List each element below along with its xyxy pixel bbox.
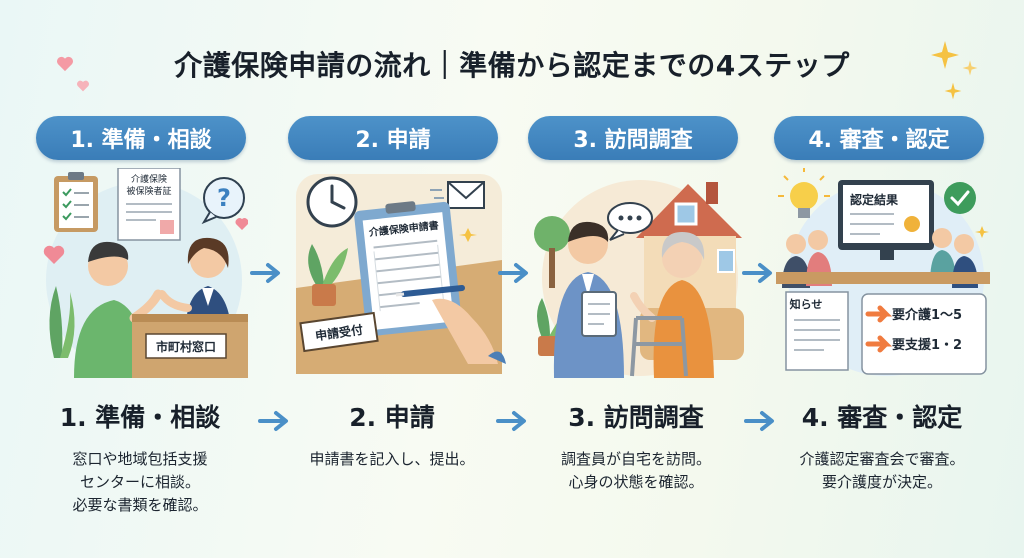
svg-text:要介護1〜5: 要介護1〜5 — [892, 307, 962, 323]
svg-text:知らせ: 知らせ — [789, 297, 823, 311]
step-4-pill: 4. 審査・認定 — [774, 116, 984, 160]
arrow-right-icon — [498, 262, 532, 284]
sparkle-icon — [962, 60, 978, 76]
arrow-right-icon — [496, 410, 530, 432]
result-card: 要介護1〜5 要支援1・2 — [861, 293, 987, 375]
page-title: 介護保険申請の流れ｜準備から認定までの4ステップ — [174, 49, 850, 82]
lightbulb-icon — [778, 168, 830, 218]
clipboard-icon — [54, 172, 98, 232]
step-3-pill: 3. 訪問調査 — [528, 116, 738, 160]
arrow-right-icon — [744, 410, 778, 432]
step-4-illustration: 認定結果 知らせ 要介護1〜5 — [776, 168, 990, 378]
table — [776, 272, 990, 284]
step-1-heading: 1. 準備・相談 — [59, 403, 221, 432]
arrow-right-icon — [250, 262, 284, 284]
arrow-right-icon — [742, 262, 776, 284]
service-counter: 市町村窓口 — [132, 314, 248, 378]
step-3-description: 調査員が自宅を訪問。 心身の状態を確認。 — [560, 450, 711, 491]
heart-icon — [43, 245, 65, 264]
man-figure — [74, 241, 163, 378]
question-bubble-icon: ? — [201, 177, 245, 225]
arrow-right-icon — [258, 410, 292, 432]
step-2-description: 申請書を記入し、提出。 — [309, 450, 475, 468]
speech-bubble-icon — [607, 202, 653, 241]
step-2-heading: 2. 申請 — [349, 403, 435, 432]
envelope-icon — [430, 181, 485, 209]
tree — [534, 216, 570, 288]
plant — [49, 286, 75, 358]
step-2-illustration: 介護保険申請書 申請受付 — [292, 168, 506, 378]
svg-text:市町村窓口: 市町村窓口 — [156, 339, 216, 354]
svg-text:被保険者証: 被保険者証 — [126, 185, 171, 197]
received-stamp: 申請受付 — [299, 311, 379, 353]
check-circle-icon — [944, 182, 976, 214]
svg-text:介護保険: 介護保険 — [131, 173, 167, 185]
step-1-pill: 1. 準備・相談 — [36, 116, 246, 160]
step-3-heading: 3. 訪問調査 — [568, 403, 704, 432]
step-3-illustration — [532, 168, 746, 378]
potted-plant — [308, 244, 348, 306]
result-monitor: 認定結果 — [838, 180, 934, 260]
step-2-pill: 2. 申請 — [288, 116, 498, 160]
investigator-figure — [553, 221, 624, 378]
clock-icon — [306, 176, 358, 228]
hand-with-pen — [395, 285, 506, 364]
heart-icon — [77, 80, 89, 92]
step-1-description: 窓口や地域包括支援 センターに相談。 必要な書類を確認。 — [72, 450, 208, 514]
step-1-illustration: 介護保険 被保険者証 ? — [34, 168, 248, 378]
svg-text:?: ? — [217, 184, 231, 212]
svg-text:要支援1・2: 要支援1・2 — [892, 337, 962, 353]
svg-text:認定結果: 認定結果 — [850, 192, 898, 207]
walking-frame — [630, 316, 688, 377]
step-4-heading: 4. 審査・認定 — [801, 403, 963, 432]
sparkle-icon — [931, 41, 959, 69]
insurance-card: 介護保険 被保険者証 — [117, 168, 181, 241]
step-4-description: 介護認定審査会で審査。 要介護度が決定。 — [799, 450, 965, 491]
heart-icon — [57, 56, 73, 72]
notice-document: 知らせ — [785, 291, 849, 371]
sparkle-icon — [944, 82, 962, 100]
sparkle-icon — [975, 226, 989, 238]
sparkle-icon — [459, 228, 477, 242]
title-container: 介護保険申請の流れ｜準備から認定までの4ステップ — [0, 44, 1024, 84]
heart-icon — [235, 218, 248, 230]
svg-text:申請受付: 申請受付 — [314, 322, 364, 344]
